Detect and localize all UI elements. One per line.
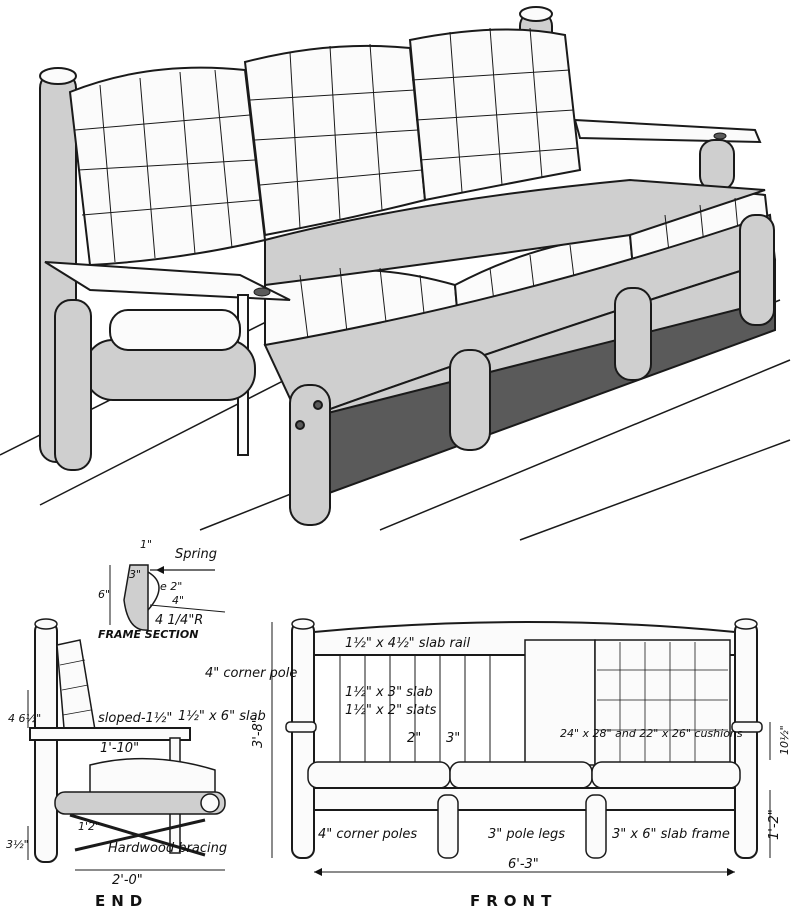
back-cushions [68, 27, 582, 267]
dim-1-2: 1'-2" [767, 809, 782, 840]
pole-legs-label: 3" pole legs [488, 827, 565, 842]
cushions-label: 24" x 28" and 22" x 26" cushions [560, 727, 743, 740]
dim-2: 2" [407, 731, 421, 746]
slab-1-5x3-label: 1½" x 3" slab [345, 685, 433, 700]
back-slats [339, 655, 491, 765]
front-view: 1½" x 4½" slab rail 4" corner pole 1½" x… [205, 618, 791, 910]
slab-rail-label: 1½" x 4½" slab rail [345, 636, 470, 651]
frame-section-detail: Spring 1" 3" 6" e 2" 4" 4 1/4"R FRAME SE… [98, 538, 226, 641]
corner-pole-label: 4" corner pole [205, 666, 297, 681]
dim-6-3: 6'-3" [508, 857, 539, 872]
dim-4: 4" [172, 594, 184, 607]
dim-3-5: 3½" [6, 838, 29, 851]
dim-3in: 3" [129, 568, 141, 581]
hardwood-bracing-label: Hardwood bracing [108, 841, 227, 856]
dim-1in: 1" [140, 538, 152, 551]
perspective-sketch [0, 6, 791, 541]
frame-section-caption: FRAME SECTION [98, 628, 198, 641]
spring-label: Spring [175, 547, 217, 562]
dim-6in: 6" [98, 588, 110, 601]
left-arm [44, 261, 291, 471]
slab-1-5x6-label: 1½" x 6" slab [178, 709, 266, 724]
right-arm [573, 118, 762, 191]
end-caption: END [95, 892, 148, 910]
slab-frame-label: 3" x 6" slab frame [612, 827, 730, 842]
end-view: sloped-1½" 1½" x 6" slab 1'-10" 4 6½" 1'… [6, 618, 266, 910]
front-caption: FRONT [470, 892, 557, 910]
dim-1-10: 1'-10" [100, 741, 139, 756]
dim-3: 3" [446, 731, 460, 746]
dim-e2: e 2" [160, 580, 182, 593]
dim-1-2in: 1'2" [78, 820, 100, 833]
dim-10-5: 10½" [778, 725, 791, 755]
dim-2-0: 2'-0" [112, 873, 143, 888]
slats-label: 1½" x 2" slats [345, 703, 437, 718]
front-legs [289, 214, 775, 526]
dim-3-8: 3'-8" [251, 717, 266, 748]
sloped-label: sloped-1½" [98, 711, 172, 726]
radius-label: 4 1/4"R [155, 613, 203, 628]
dim-4-6: 4 6½" [8, 712, 41, 725]
corner-poles-label: 4" corner poles [318, 827, 417, 842]
